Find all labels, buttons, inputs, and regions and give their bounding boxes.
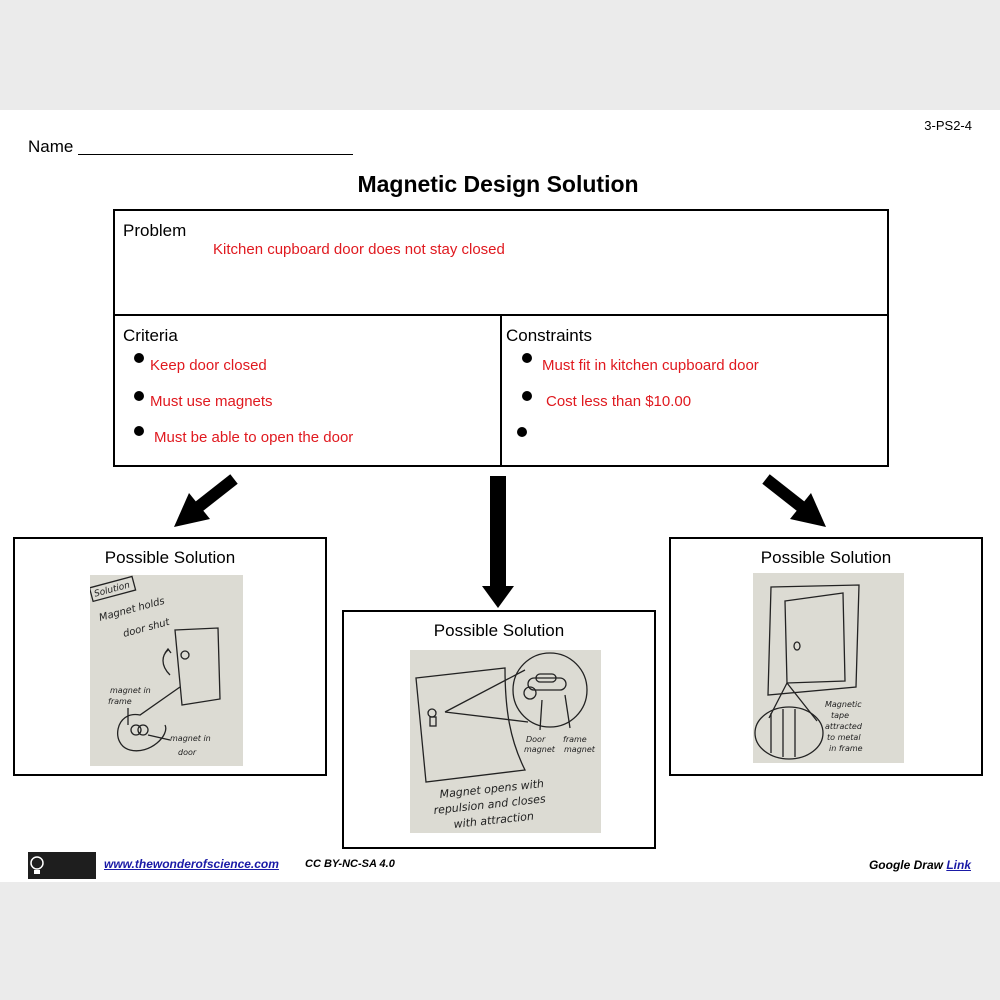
website-link[interactable]: www.thewonderofscience.com — [104, 857, 279, 871]
bullet-icon — [134, 426, 144, 436]
sketch-stroke — [770, 709, 796, 757]
sketch-stroke — [535, 673, 557, 683]
bullet-icon — [522, 353, 532, 363]
sketch-note: attracted — [825, 722, 863, 731]
sketch-stroke — [482, 586, 514, 608]
sketch-stroke — [162, 647, 172, 676]
solution-sketch-2: Door magnet frame magnet Magnet opens wi… — [410, 650, 601, 833]
sketch-stroke — [490, 476, 506, 586]
sketch-note: door — [178, 748, 197, 757]
sketch-stroke — [444, 669, 529, 723]
sketch-stroke — [790, 493, 826, 527]
sketch-stroke — [754, 706, 824, 760]
criteria-label: Criteria — [123, 326, 178, 345]
sketch-stroke — [539, 694, 571, 731]
criteria-section: Criteria Keep door closed Must use magne… — [115, 316, 502, 465]
sketch-note: Magnetic — [825, 700, 862, 709]
bullet-icon — [522, 391, 532, 401]
sketch-stroke — [147, 734, 171, 741]
constraints-section: Constraints Must fit in kitchen cupboard… — [502, 316, 887, 465]
sketch-note: magnet in — [170, 734, 211, 743]
sketch-stroke — [512, 652, 588, 728]
sketch-stroke — [527, 677, 567, 691]
constraints-item: Cost less than $10.00 — [546, 393, 692, 410]
solution-title: Possible Solution — [433, 621, 565, 640]
sketch-note: frame — [108, 697, 132, 706]
constraints-label: Constraints — [506, 326, 592, 345]
wonder-of-science-logo — [28, 852, 96, 879]
bullet-icon — [134, 353, 144, 363]
sketch-stroke — [427, 708, 437, 718]
design-table: Problem Kitchen cupboard door does not s… — [113, 209, 889, 467]
page-title: Magnetic Design Solution — [357, 171, 639, 197]
solution-sketch-1: Solution Magnet holds door shut magnet i… — [90, 575, 243, 766]
sketch-note: door shut — [122, 617, 172, 640]
arrow-down-icon — [482, 476, 514, 608]
sketch-stroke — [415, 667, 526, 783]
google-draw-link[interactable]: Link — [946, 858, 971, 872]
bullet-icon — [517, 427, 527, 437]
sketch-stroke — [784, 592, 846, 684]
solution-title: Possible Solution — [760, 548, 892, 567]
sketch-stroke — [30, 856, 44, 870]
sketch-stroke — [523, 686, 537, 700]
sketch-stroke — [429, 716, 437, 727]
sketch-note: magnet in — [110, 686, 151, 695]
sketch-stroke — [34, 870, 40, 874]
name-label: Name — [28, 137, 74, 156]
sketch-stroke — [90, 575, 137, 603]
sketch-stroke — [180, 650, 190, 660]
constraints-item: Must fit in kitchen cupboard door — [542, 357, 759, 374]
arrow-right-icon — [762, 474, 826, 527]
sketch-note: Door — [526, 735, 546, 744]
problem-section: Problem Kitchen cupboard door does not s… — [115, 211, 887, 316]
sketch-stroke — [174, 627, 221, 706]
solution-title: Possible Solution — [104, 548, 236, 567]
sketch-stroke — [767, 584, 860, 696]
bullet-icon — [134, 391, 144, 401]
solution-sketch-3: Magnetic tape attracted to metal in fram… — [753, 573, 904, 763]
license-text: CC BY-NC-SA 4.0 — [305, 858, 395, 870]
criteria-item: Must be able to open the door — [154, 429, 354, 446]
problem-text: Kitchen cupboard door does not stay clos… — [213, 241, 505, 258]
google-draw-label: Google Draw Link — [869, 858, 971, 872]
sketch-note: magnet — [564, 745, 596, 754]
sketch-note: to metal — [827, 733, 861, 742]
sketch-stroke — [793, 641, 801, 651]
sketch-note: frame — [563, 735, 587, 744]
standard-code: 3-PS2-4 — [924, 118, 972, 133]
sketch-note: in frame — [829, 744, 863, 753]
sketch-stroke — [137, 724, 149, 736]
problem-label: Problem — [123, 221, 187, 240]
arrow-left-icon — [174, 474, 238, 527]
google-draw-text: Google Draw — [868, 858, 943, 872]
name-input-line[interactable] — [78, 154, 353, 155]
criteria-item: Must use magnets — [150, 393, 273, 410]
criteria-item: Keep door closed — [150, 357, 267, 374]
sketch-stroke — [768, 682, 818, 722]
sketch-note: magnet — [524, 745, 556, 754]
sketch-stroke — [174, 493, 210, 527]
sketch-stroke — [130, 724, 142, 736]
sketch-note: tape — [831, 711, 849, 720]
